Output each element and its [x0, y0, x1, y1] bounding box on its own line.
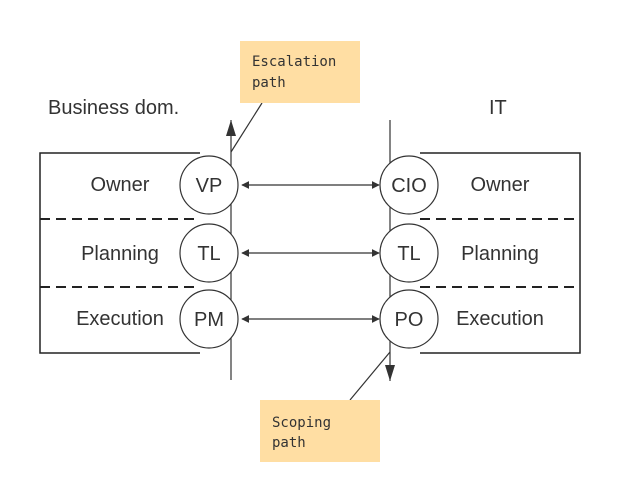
- it-role-po: PO: [379, 289, 439, 349]
- role-label-tl: TL: [197, 243, 220, 265]
- business-domain-heading: Business dom.: [48, 97, 179, 119]
- scoping-path-note: Scoping path: [260, 400, 380, 462]
- business-level-execution: Execution: [76, 308, 164, 330]
- business-level-owner: Owner: [91, 174, 150, 196]
- it-role-tl: TL: [379, 223, 439, 283]
- role-label-pm: PM: [194, 309, 224, 331]
- escalation-note-line2: path: [252, 75, 286, 91]
- role-label-po: PO: [395, 309, 424, 331]
- it-level-planning: Planning: [461, 243, 539, 265]
- it-box: [420, 152, 581, 354]
- scoping-note-line2: path: [272, 435, 306, 451]
- business-role-vp: VP: [179, 155, 239, 215]
- escalation-note-line1: Escalation: [252, 54, 336, 70]
- it-level-owner: Owner: [471, 174, 530, 196]
- scoping-note-line1: Scoping: [272, 415, 331, 431]
- it-heading: IT: [489, 97, 507, 119]
- it-level-execution: Execution: [456, 308, 544, 330]
- scoping-note-connector: [349, 351, 391, 401]
- role-label-cio: CIO: [391, 175, 427, 197]
- business-role-pm: PM: [179, 289, 239, 349]
- it-role-cio: CIO: [379, 155, 439, 215]
- role-label-it-tl: TL: [397, 243, 420, 265]
- business-role-tl: TL: [179, 223, 239, 283]
- escalation-path-note: Escalation path: [240, 41, 360, 103]
- business-domain-box: [39, 152, 200, 354]
- role-label-vp: VP: [196, 175, 223, 197]
- business-level-planning: Planning: [81, 243, 159, 265]
- escalation-note-connector: [230, 102, 263, 153]
